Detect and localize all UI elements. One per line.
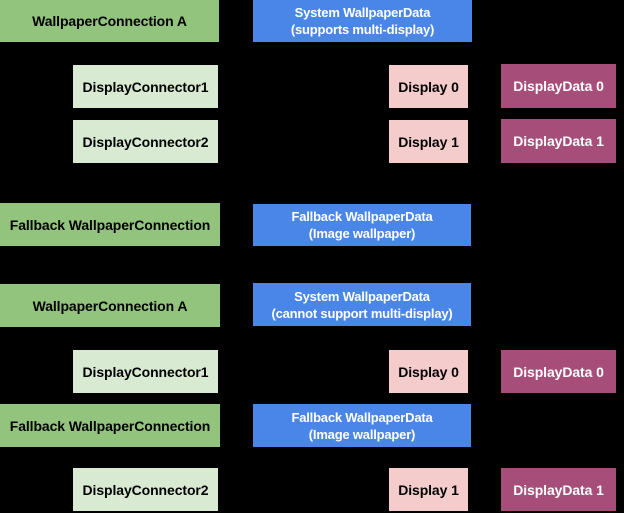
node-display-connector2-2: DisplayConnector2 — [73, 468, 218, 511]
node-display-0-2: Display 0 — [389, 350, 468, 393]
node-fallback-wallpaper-connection-2: Fallback WallpaperConnection — [0, 404, 220, 447]
node-display-1-1: Display 1 — [389, 120, 468, 163]
node-display-data-0-1: DisplayData 0 — [501, 64, 616, 108]
node-display-data-1-2: DisplayData 1 — [501, 468, 616, 511]
node-display-data-1-1: DisplayData 1 — [501, 119, 616, 163]
node-wallpaper-connection-a-1: WallpaperConnection A — [0, 0, 219, 42]
node-wallpaper-connection-a-2: WallpaperConnection A — [0, 284, 220, 327]
node-system-wallpaper-data-no-multi: System WallpaperData (cannot support mul… — [253, 283, 471, 326]
node-display-connector1-2: DisplayConnector1 — [73, 350, 218, 393]
node-display-0-1: Display 0 — [389, 65, 468, 108]
node-system-wallpaper-data-multi: System WallpaperData (supports multi-dis… — [253, 0, 472, 42]
node-fallback-wallpaper-data-1: Fallback WallpaperData (Image wallpaper) — [253, 204, 471, 246]
node-display-1-2: Display 1 — [389, 468, 468, 511]
node-display-connector2-1: DisplayConnector2 — [73, 120, 218, 163]
node-display-data-0-2: DisplayData 0 — [501, 350, 616, 393]
node-display-connector1-1: DisplayConnector1 — [73, 65, 218, 108]
node-fallback-wallpaper-data-2: Fallback WallpaperData (Image wallpaper) — [253, 404, 471, 447]
node-fallback-wallpaper-connection-1: Fallback WallpaperConnection — [0, 203, 220, 246]
